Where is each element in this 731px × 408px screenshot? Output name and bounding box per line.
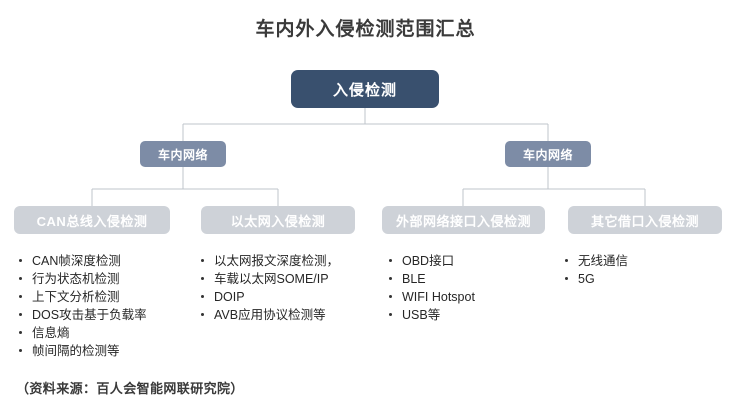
node-level3-ethernet-intrusion-detection[interactable]: 以太网入侵检测 (201, 206, 355, 234)
detail-list-other-interface: 无线通信 5G (562, 252, 628, 288)
list-item: 车载以太网SOME/IP (198, 270, 339, 288)
list-item: DOIP (198, 288, 339, 306)
list-item: 行为状态机检测 (16, 270, 147, 288)
list-item: 5G (562, 270, 628, 288)
node-level2-in-vehicle-network-left[interactable]: 车内网络 (140, 141, 226, 167)
node-root-intrusion-detection[interactable]: 入侵检测 (291, 70, 439, 108)
node-root-label: 入侵检测 (332, 81, 397, 99)
node-level2-in-vehicle-network-right[interactable]: 车内网络 (505, 141, 591, 167)
list-item: USB等 (386, 306, 475, 324)
node-level3-label-2: 以太网入侵检测 (230, 213, 326, 229)
list-item: AVB应用协议检测等 (198, 306, 339, 324)
node-level2-label-left: 车内网络 (157, 147, 208, 162)
list-item: 帧间隔的检测等 (16, 342, 147, 360)
page-title: 车内外入侵检测范围汇总 (255, 19, 476, 40)
list-item: DOS攻击基于负载率 (16, 306, 147, 324)
list-item: 信息熵 (16, 324, 147, 342)
node-level2-label-right: 车内网络 (522, 147, 573, 162)
list-item: 无线通信 (562, 252, 628, 270)
node-level3-external-network-interface-intrusion-detection[interactable]: 外部网络接口入侵检测 (382, 206, 545, 234)
detail-list-external-interface: OBD接口 BLE WIFI Hotspot USB等 (386, 252, 475, 324)
node-level3-label-4: 其它借口入侵检测 (590, 213, 699, 229)
node-level3-label-1: CAN总线入侵检测 (36, 213, 148, 229)
list-item: WIFI Hotspot (386, 288, 475, 306)
list-item: 上下文分析检测 (16, 288, 147, 306)
list-item: 以太网报文深度检测， (198, 252, 339, 270)
list-item: BLE (386, 270, 475, 288)
node-level3-can-bus-intrusion-detection[interactable]: CAN总线入侵检测 (14, 206, 170, 234)
list-item: CAN帧深度检测 (16, 252, 147, 270)
detail-list-can-bus: CAN帧深度检测 行为状态机检测 上下文分析检测 DOS攻击基于负载率 信息熵 … (16, 252, 147, 360)
node-level3-other-interface-intrusion-detection[interactable]: 其它借口入侵检测 (568, 206, 722, 234)
detail-list-ethernet: 以太网报文深度检测， 车载以太网SOME/IP DOIP AVB应用协议检测等 (198, 252, 339, 324)
source-note: （资料来源：百人会智能网联研究院） (16, 381, 244, 396)
list-item: OBD接口 (386, 252, 475, 270)
node-level3-label-3: 外部网络接口入侵检测 (395, 213, 531, 229)
